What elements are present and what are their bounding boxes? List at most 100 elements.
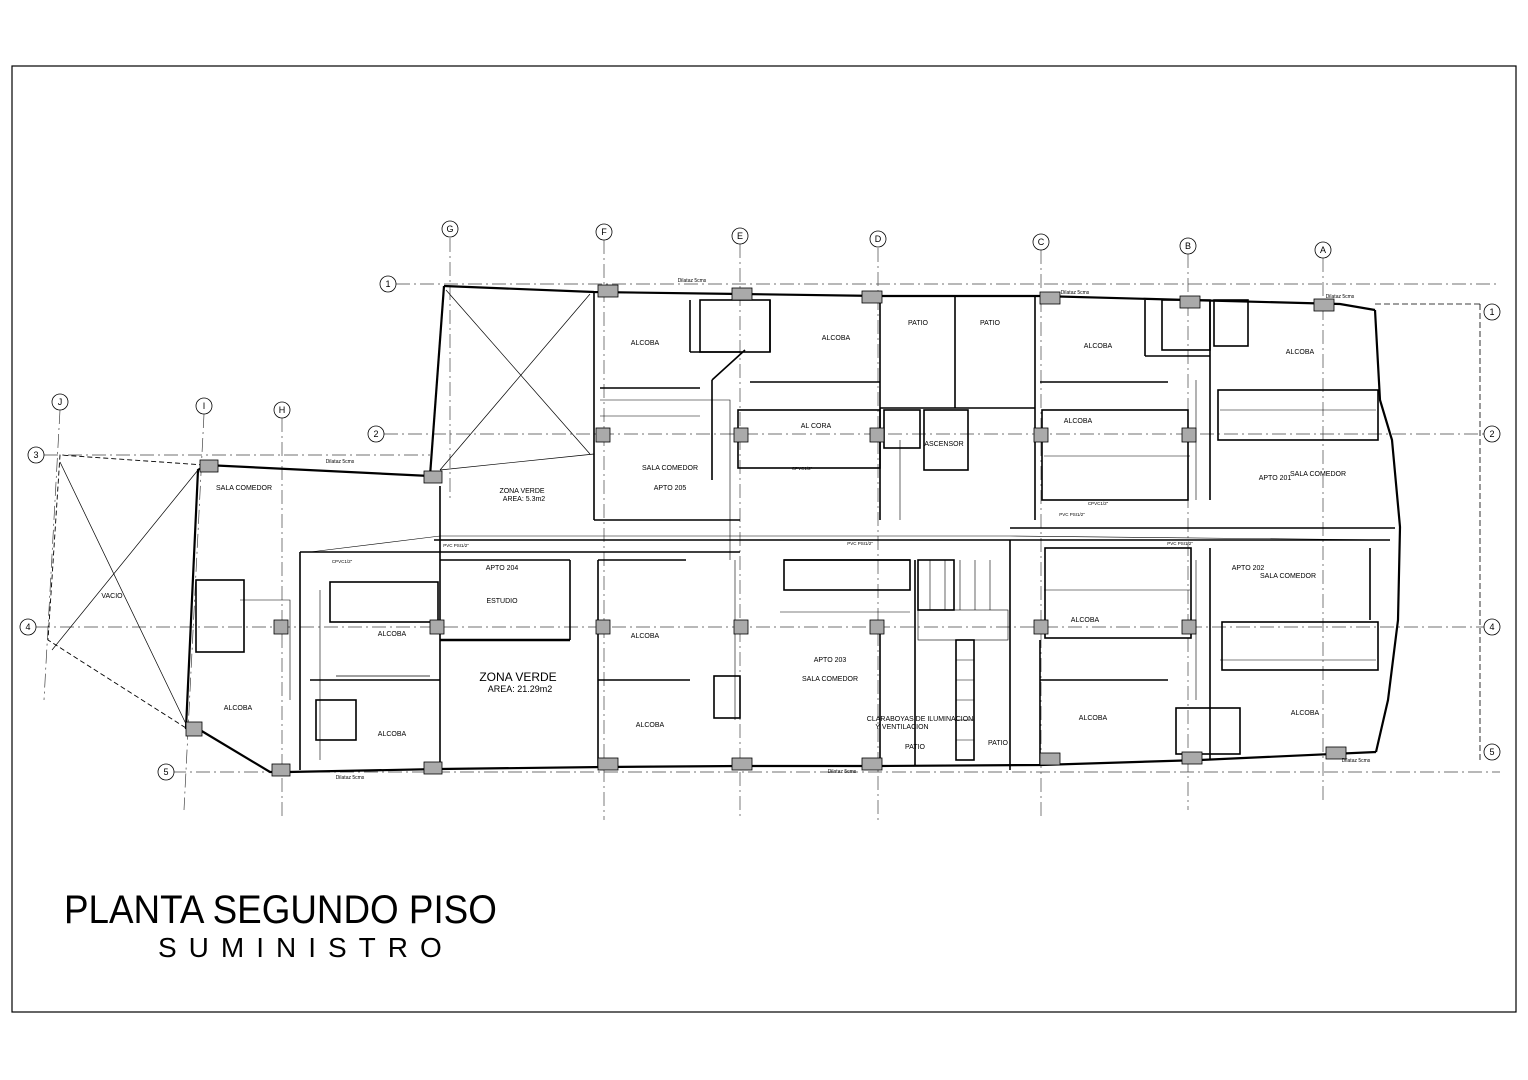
axis-bubble-2-left: 2: [367, 425, 385, 443]
svg-text:5: 5: [163, 767, 168, 777]
room-label: PATIO: [908, 320, 929, 327]
svg-text:Dilataz 5cms: Dilataz 5cms: [828, 769, 857, 775]
apto-label: APTO 203: [814, 657, 847, 664]
axis-bubble-5-right: 5: [1483, 743, 1501, 761]
svg-text:CPVC1/2": CPVC1/2": [792, 466, 813, 471]
svg-text:2: 2: [373, 429, 378, 439]
svg-text:4: 4: [1489, 622, 1494, 632]
svg-text:B: B: [1185, 241, 1191, 251]
zona-verde-small-area: AREA: 5.3m2: [503, 496, 546, 503]
axis-grid-lines: [36, 238, 1500, 820]
axis-bubble-j: J: [51, 393, 69, 411]
svg-text:J: J: [58, 397, 63, 407]
svg-text:Dilataz 5cms: Dilataz 5cms: [336, 775, 365, 781]
apto-label: APTO 202: [1232, 565, 1265, 572]
apto-label: APTO 201: [1259, 475, 1292, 482]
sheet-title: PLANTA SEGUNDO PISO: [64, 888, 497, 932]
axis-bubble-1-left: 1: [379, 275, 397, 293]
svg-text:1: 1: [385, 279, 390, 289]
svg-text:CPVC1/2": CPVC1/2": [1088, 501, 1109, 506]
pipe-runs: [240, 380, 1391, 760]
room-label: ALCOBA: [636, 722, 665, 729]
axis-bubble-4-right: 4: [1483, 618, 1501, 636]
axis-bubble-a: A: [1314, 241, 1332, 259]
svg-text:3: 3: [33, 450, 38, 460]
svg-text:Dilataz 5cms: Dilataz 5cms: [1342, 758, 1371, 764]
room-label: ALCOBA: [378, 731, 407, 738]
room-label: SALA COMEDOR: [216, 485, 272, 492]
svg-text:PVC PSI1/2": PVC PSI1/2": [443, 543, 469, 548]
room-label: ALCOBA: [631, 633, 660, 640]
apto-label: APTO 205: [654, 485, 687, 492]
svg-text:F: F: [601, 227, 607, 237]
stair: [917, 560, 1009, 741]
axis-bubble-f: F: [595, 223, 613, 241]
svg-text:Dilataz 5cms: Dilataz 5cms: [1061, 290, 1090, 296]
room-label: ALCOBA: [822, 335, 851, 342]
sheet-subtitle: SUMINISTRO: [158, 932, 454, 963]
axis-bubble-b: B: [1179, 237, 1197, 255]
svg-text:1: 1: [1489, 307, 1494, 317]
room-labels: ALCOBA ALCOBA AL CORA PATIO PATIO ALCOBA…: [101, 320, 1346, 751]
svg-text:2: 2: [1489, 429, 1494, 439]
room-label: ALCOBA: [1084, 343, 1113, 350]
axis-bubble-5-left: 5: [157, 763, 175, 781]
ventilacion-label: Y VENTILACION: [875, 724, 928, 731]
svg-text:H: H: [279, 405, 286, 415]
columns: [185, 284, 1347, 777]
svg-text:C: C: [1038, 237, 1045, 247]
axis-bubble-e: E: [731, 227, 749, 245]
room-label: PATIO: [905, 744, 926, 751]
room-label: VACIO: [101, 593, 123, 600]
svg-text:I: I: [203, 401, 206, 411]
apto-label: APTO 204: [486, 565, 519, 572]
svg-text:PVC PSI1/2": PVC PSI1/2": [1059, 512, 1085, 517]
zona-verde-large: ZONA VERDE AREA: 21.29m2: [479, 670, 556, 694]
axis-bubble-c: C: [1032, 233, 1050, 251]
axis-bubbles: G F E D C B A J I H 1 1 2 2 3 4 4 5 5: [19, 220, 1501, 781]
svg-text:PVC PSI1/2": PVC PSI1/2": [1167, 541, 1193, 546]
room-label: PATIO: [988, 740, 1009, 747]
axis-bubble-g: G: [441, 220, 459, 238]
void-crosses: [51, 289, 595, 725]
room-label: SALA COMEDOR: [1260, 573, 1316, 580]
svg-text:E: E: [737, 231, 743, 241]
svg-text:Dilataz 5cms: Dilataz 5cms: [678, 278, 707, 284]
room-label: SALA COMEDOR: [1290, 471, 1346, 478]
room-label: ALCOBA: [1071, 617, 1100, 624]
room-label: ALCOBA: [1286, 349, 1315, 356]
svg-text:Dilataz 5cms: Dilataz 5cms: [326, 459, 355, 465]
svg-text:G: G: [446, 224, 453, 234]
axis-bubble-i: I: [195, 397, 213, 415]
room-label: ALCOBA: [1064, 418, 1093, 425]
room-label: AL CORA: [801, 423, 832, 430]
dilatacion-notes: Dilataz 5cms Dilataz 5cms Dilataz 5cms D…: [326, 278, 1371, 781]
svg-text:D: D: [875, 234, 882, 244]
room-label: ALCOBA: [1079, 715, 1108, 722]
axis-bubble-4-left: 4: [19, 618, 37, 636]
room-label: SALA COMEDOR: [802, 676, 858, 683]
svg-text:A: A: [1320, 245, 1326, 255]
axis-bubble-2-right: 2: [1483, 425, 1501, 443]
svg-text:CPVC1/2": CPVC1/2": [332, 559, 353, 564]
zona-verde-large-label: ZONA VERDE: [479, 670, 556, 684]
room-label: ESTUDIO: [486, 598, 518, 605]
pipe-notes: PVC PSI1/2" PVC PSI1/2" PVC PSI1/2" PVC …: [332, 466, 1193, 564]
room-label: ALCOBA: [224, 705, 253, 712]
svg-text:PVC PSI1/2": PVC PSI1/2": [847, 541, 873, 546]
claraboyas-label: CLARABOYAS DE ILUMINACION: [867, 716, 973, 723]
room-label: PATIO: [980, 320, 1001, 327]
room-label: ASCENSOR: [924, 441, 963, 448]
zona-verde-large-area: AREA: 21.29m2: [488, 684, 553, 694]
exterior-walls: [47, 284, 1481, 774]
axis-bubble-h: H: [273, 401, 291, 419]
svg-text:4: 4: [25, 622, 30, 632]
room-label: SALA COMEDOR: [642, 465, 698, 472]
svg-text:Dilataz 5cms: Dilataz 5cms: [1326, 294, 1355, 300]
room-label: ALCOBA: [631, 340, 660, 347]
interior-walls: [195, 292, 1395, 770]
axis-bubble-d: D: [869, 230, 887, 248]
axis-bubble-3: 3: [27, 446, 45, 464]
axis-bubble-1-right: 1: [1483, 303, 1501, 321]
